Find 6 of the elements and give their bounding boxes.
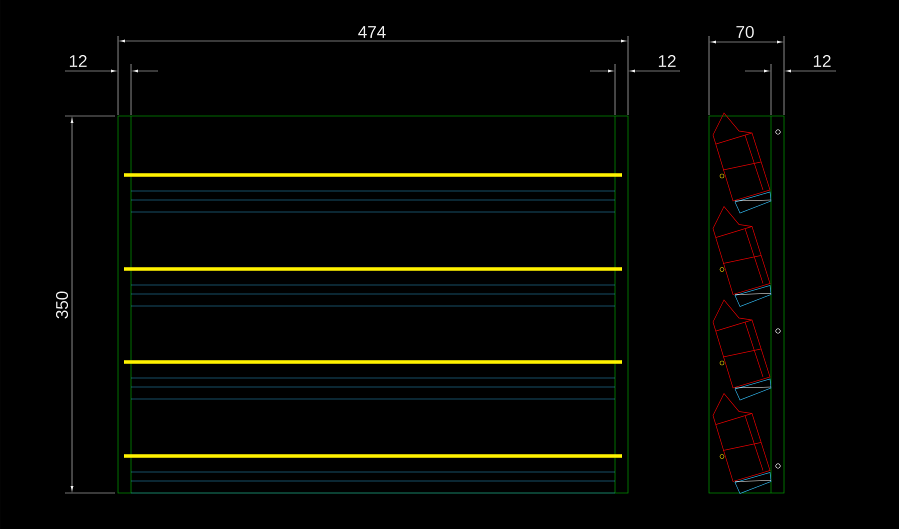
dimension-label: 70 — [736, 26, 754, 38]
dimension-label: 12 — [70, 55, 87, 67]
dimension-label: 474 — [358, 26, 386, 38]
dimension-label: 12 — [814, 55, 831, 67]
dimension-label: 12 — [658, 55, 676, 67]
dimension-label: 350 — [56, 291, 68, 319]
